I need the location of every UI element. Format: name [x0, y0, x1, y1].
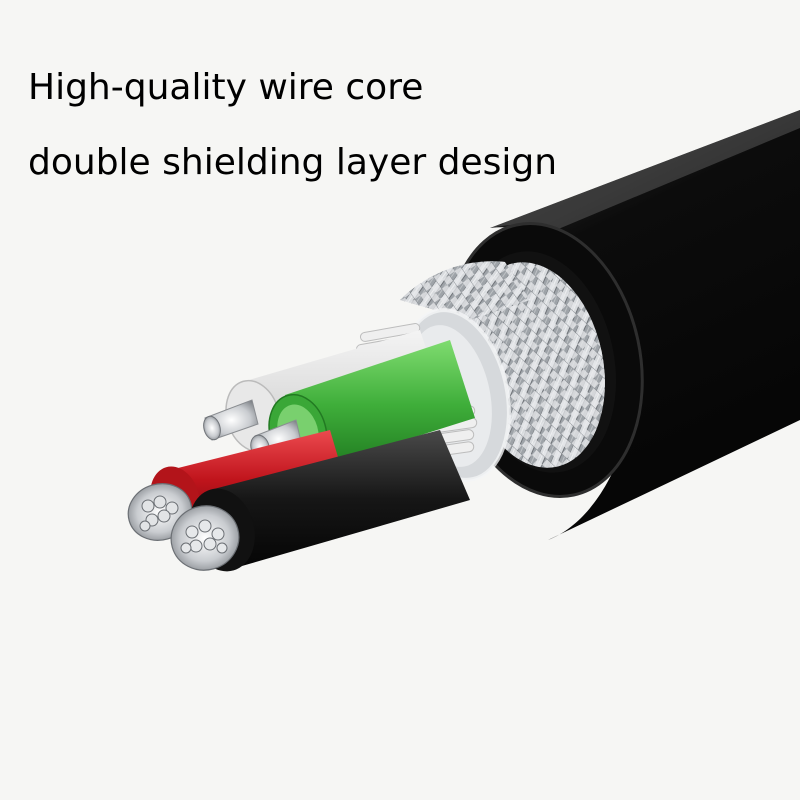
- headline-line-1: High-quality wire core: [28, 67, 424, 108]
- headline-line-2: double shielding layer design: [28, 142, 558, 183]
- black-wire: [170, 430, 470, 572]
- braided-shield: [400, 261, 605, 468]
